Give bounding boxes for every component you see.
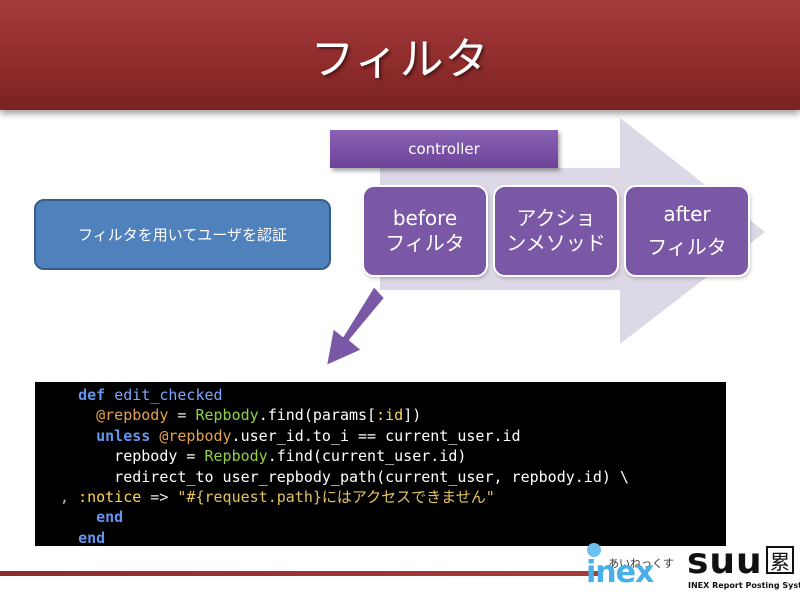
action-method-line2: ンメソッド — [506, 231, 606, 255]
inex-logo-kana: あいねっくす — [608, 557, 674, 570]
code-token: unless — [96, 426, 151, 445]
code-token — [60, 386, 78, 404]
code-token: end — [96, 508, 124, 527]
code-token: .find(current_user.id) — [267, 447, 467, 466]
inex-logo-dot — [587, 543, 601, 557]
code-token: repbody = — [60, 447, 205, 466]
before-filter-line2: フィルタ — [385, 231, 465, 255]
code-token — [60, 508, 96, 526]
code-line: @repbody = Repbody.find(params[:id]) — [60, 405, 726, 425]
down-left-arrow — [325, 285, 386, 367]
code-token: :notice — [78, 487, 142, 506]
suu-logo-text: suu — [687, 541, 763, 582]
before-filter-box: before フィルタ — [362, 185, 488, 277]
code-token: :id — [376, 406, 404, 425]
code-line: redirect_to user_repbody_path(current_us… — [60, 467, 726, 487]
code-token — [60, 406, 96, 424]
action-method-line1: アクショ — [516, 206, 596, 230]
code-token: end — [78, 528, 106, 546]
code-token: = — [168, 406, 196, 425]
code-token: ]) — [403, 406, 422, 425]
inex-logo: あいねっくす inex — [584, 543, 684, 593]
title-bar: フィルタ — [0, 0, 800, 110]
code-token: redirect_to user_repbody_path(current_us… — [60, 467, 629, 486]
after-filter-box: after フィルタ — [624, 185, 750, 277]
controller-label-box: controller — [330, 130, 558, 168]
code-line: repbody = Repbody.find(current_user.id) — [60, 446, 726, 466]
auth-description-box: フィルタを用いてユーザを認証 — [34, 199, 331, 270]
code-token: @repbody — [159, 426, 232, 445]
code-token — [105, 386, 114, 404]
code-token — [60, 529, 78, 546]
code-token: edit_checked — [114, 386, 223, 404]
code-line: def edit_checked — [60, 385, 726, 405]
footer-divider — [0, 571, 600, 576]
code-token: "#{request.path}にはアクセスできません" — [177, 487, 495, 506]
after-filter-line2: フィルタ — [647, 235, 727, 259]
code-token: def — [78, 386, 106, 404]
code-line: end — [60, 528, 726, 546]
auth-description-label: フィルタを用いてユーザを認証 — [78, 226, 287, 244]
code-token — [60, 427, 96, 445]
code-line: unless @repbody.user_id.to_i == current_… — [60, 426, 726, 446]
code-token: Repbody — [204, 447, 268, 466]
code-token: .find(params[ — [258, 406, 377, 425]
before-filter-line1: before — [392, 206, 458, 230]
code-token: Repbody — [195, 406, 259, 425]
suu-logo-kanji: 累 — [766, 546, 794, 574]
code-token: @repbody — [96, 406, 169, 425]
code-block: def edit_checked @repbody = Repbody.find… — [35, 382, 726, 546]
suu-logo: suu 累 INEX Report Posting System — [686, 541, 800, 593]
controller-label: controller — [408, 140, 480, 158]
after-filter-line1: after — [663, 202, 711, 226]
action-method-box: アクショ ンメソッド — [493, 185, 619, 277]
code-token: => — [141, 487, 178, 506]
suu-logo-subtitle: INEX Report Posting System — [688, 581, 800, 590]
inex-logo-text: inex — [586, 555, 654, 590]
code-token — [150, 427, 159, 445]
code-token: , — [60, 487, 79, 506]
slide-title: フィルタ — [310, 34, 490, 85]
code-token: .user_id.to_i == current_user.id — [231, 426, 521, 445]
code-line: end — [60, 507, 726, 527]
code-line: , :notice => "#{request.path}にはアクセスできません… — [60, 487, 726, 507]
